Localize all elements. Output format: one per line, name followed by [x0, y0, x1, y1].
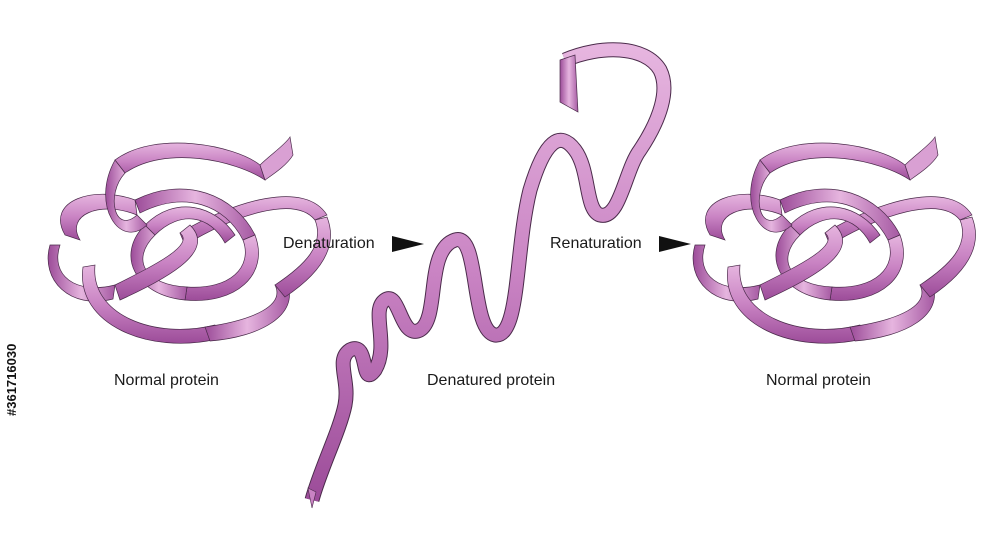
renaturation-label: Renaturation [550, 235, 642, 252]
renaturation-arrow [659, 236, 691, 252]
normal-protein-label-right: Normal protein [766, 372, 871, 389]
denaturation-arrow [392, 236, 424, 252]
denatured-protein-ribbon [304, 42, 672, 509]
denatured-protein-label: Denatured protein [427, 372, 556, 389]
normal-protein-label-left: Normal protein [114, 372, 219, 389]
denaturation-label: Denaturation [283, 235, 375, 252]
folded-protein-right [692, 136, 976, 344]
stock-id-text: #361716030 [4, 343, 19, 416]
